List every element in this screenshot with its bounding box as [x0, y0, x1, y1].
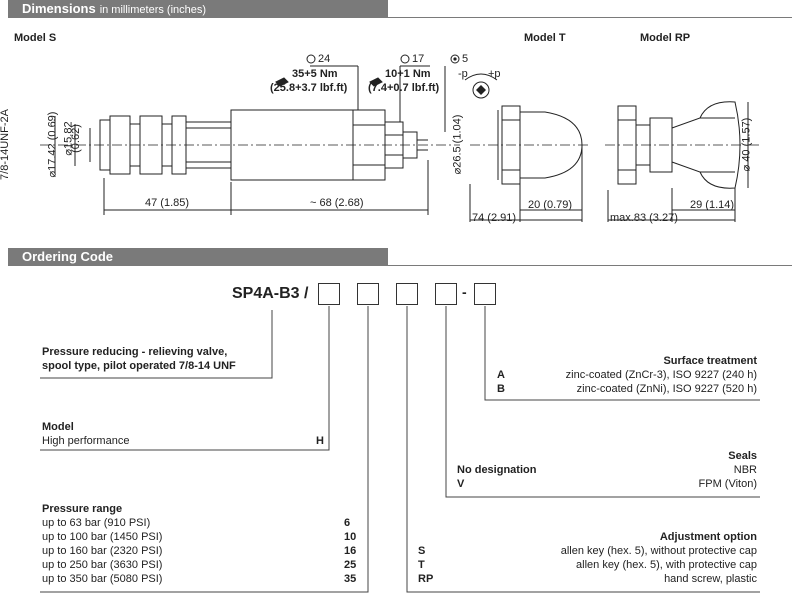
model-rp-label: Model RP [640, 32, 691, 44]
seals-title: Seals [728, 450, 757, 462]
hex17-value: 17 [412, 53, 425, 65]
ordering-header: Ordering Code [8, 248, 388, 266]
pressure-text-25: up to 250 bar (3630 PSI) [42, 559, 163, 571]
adjustment-code-rp: RP [418, 573, 434, 585]
code-box-pressure [357, 283, 379, 305]
model-code: H [316, 435, 324, 447]
adjustment-code-s: S [418, 545, 426, 557]
seals-text-nbr: NBR [733, 464, 757, 476]
adjustment-text-t: allen key (hex. 5), with protective cap [576, 559, 757, 571]
torque24-imperial: (25.8+3.7 lbf.ft) [270, 82, 348, 94]
pressure-code-25: 25 [344, 559, 357, 571]
dimensions-header-rule [388, 17, 792, 18]
code-box-adjustment [396, 283, 418, 305]
model-title: Model [42, 421, 74, 433]
surface-title: Surface treatment [663, 355, 757, 367]
description-line1: Pressure reducing - relieving valve, [42, 346, 228, 358]
hex24-value: 24 [318, 53, 331, 65]
dim-max83: max.83 (3.27) [610, 212, 678, 224]
order-code-dash: - [462, 284, 467, 300]
dim-20: 20 (0.79) [528, 199, 573, 211]
surface-text-b: zinc-coated (ZnNi), ISO 9227 (520 h) [576, 383, 757, 395]
model-text: High performance [42, 435, 130, 447]
model-t-label: Model T [524, 32, 566, 44]
pressure-code-6: 6 [344, 517, 351, 529]
pressure-text-6: up to 63 bar (910 PSI) [42, 517, 151, 529]
plus-p-label: +p [488, 68, 501, 80]
dim-29: 29 (1.14) [690, 199, 735, 211]
dim-68: ~ 68 (2.68) [310, 197, 364, 209]
code-box-surface [474, 283, 496, 305]
adjustment-text-rp: hand screw, plastic [664, 573, 757, 585]
description-line2: spool type, pilot operated 7/8-14 UNF [42, 360, 236, 372]
adjustment-title: Adjustment option [659, 531, 757, 543]
ordering-header-rule [388, 265, 792, 266]
surface-code-b: B [497, 383, 505, 395]
torque17-value: 10+1 Nm [385, 68, 431, 80]
pressure-code-16: 16 [344, 545, 357, 557]
model-s-label: Model S [14, 32, 57, 44]
seals-code-v: V [457, 478, 465, 490]
code-box-seals [435, 283, 457, 305]
adjustment-code-t: T [418, 559, 425, 571]
ordering-title: Ordering Code [22, 249, 114, 264]
dimensions-subtitle: in millimeters (inches) [99, 4, 207, 16]
pressure-text-10: up to 100 bar (1450 PSI) [42, 531, 163, 543]
pressure-title: Pressure range [42, 503, 123, 515]
dimension-drawing [40, 54, 760, 222]
seals-code-none: No designation [457, 464, 537, 476]
pressure-text-35: up to 350 bar (5080 PSI) [42, 573, 163, 585]
pressure-code-35: 35 [344, 573, 357, 585]
dim-47: 47 (1.85) [145, 197, 190, 209]
torque24-value: 35+5 Nm [292, 68, 338, 80]
surface-code-a: A [497, 369, 505, 381]
dim-74: 74 (2.91) [472, 212, 517, 224]
pressure-code-10: 10 [344, 531, 357, 543]
pressure-text-16: up to 160 bar (2320 PSI) [42, 545, 163, 557]
order-code-prefix: SP4A-B3 / [232, 285, 309, 302]
dimensions-title: Dimensions [22, 1, 96, 16]
hex5-value: 5 [462, 53, 469, 65]
seals-text-fpm: FPM (Viton) [698, 478, 757, 490]
surface-text-a: zinc-coated (ZnCr-3), ISO 9227 (240 h) [565, 369, 757, 381]
adjustment-text-s: allen key (hex. 5), without protective c… [560, 545, 757, 557]
minus-p-label: -p [458, 68, 468, 80]
code-box-model [318, 283, 340, 305]
torque17-imperial: (7.4+0.7 lbf.ft) [368, 82, 440, 94]
